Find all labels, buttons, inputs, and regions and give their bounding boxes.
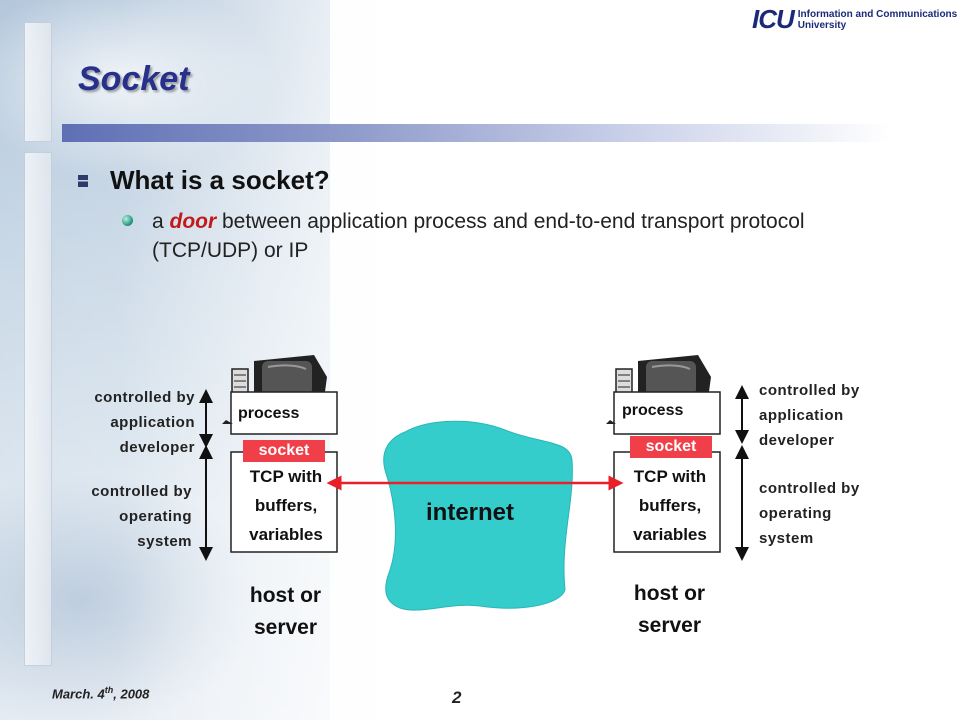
left-lower-label: controlled by operating system	[40, 479, 192, 554]
host-label-left: host or server	[228, 580, 343, 644]
label-line: developer	[119, 439, 195, 456]
tcp-line: variables	[249, 525, 323, 544]
process-label-left: process	[238, 405, 300, 422]
bullet-sub-rest: between application process and end-to-e…	[152, 210, 805, 262]
label-line: controlled by	[759, 382, 860, 399]
date-sup: th	[104, 685, 114, 695]
tcp-line: variables	[633, 525, 707, 544]
label-line: system	[137, 533, 192, 550]
pointer-left	[222, 420, 233, 424]
right-upper-label: controlled by application developer	[759, 378, 929, 453]
label-line: controlled by	[94, 389, 195, 406]
label-line: operating	[119, 508, 192, 525]
slide-title: Socket	[78, 60, 190, 98]
host-line: server	[253, 616, 318, 639]
tcp-line: TCP with	[633, 467, 707, 486]
title-underline-bar	[62, 124, 892, 142]
tcp-line: buffers,	[254, 496, 318, 515]
host-label-right: host or server	[612, 578, 727, 642]
process-label-right: process	[622, 402, 684, 419]
bullet-sub-emphasis: door	[169, 210, 217, 233]
process-box-right	[613, 391, 721, 435]
tcp-text-left: TCP with buffers, variables	[231, 462, 341, 549]
host-line: host or	[249, 584, 322, 607]
label-line: controlled by	[91, 483, 192, 500]
logo-line-1: Information and Communications	[797, 8, 958, 20]
decor-panel-bottom	[24, 152, 52, 666]
label-line: system	[759, 530, 814, 547]
date-year: , 2008	[113, 686, 150, 702]
tcp-line: buffers,	[638, 496, 702, 515]
label-line: application	[759, 407, 844, 424]
right-lower-label: controlled by operating system	[759, 476, 929, 551]
logo-line-2: University	[797, 19, 847, 31]
tcp-text-right: TCP with buffers, variables	[614, 462, 726, 549]
round-bullet-icon	[122, 215, 133, 226]
page-number: 2	[452, 688, 462, 707]
pointer-right	[606, 420, 616, 424]
tcp-line: TCP with	[249, 467, 323, 486]
icu-logo: ICU Information and Communications Unive…	[752, 4, 957, 35]
tcp-box-right	[613, 451, 721, 553]
label-line: operating	[759, 505, 832, 522]
tcp-box-left	[230, 451, 338, 553]
computer-icon-left	[231, 355, 327, 403]
left-upper-label: controlled by application developer	[40, 385, 195, 460]
host-line: host or	[633, 582, 706, 605]
internet-cloud	[383, 420, 573, 611]
socket-label-left: socket	[243, 440, 325, 462]
date-main: March. 4	[52, 686, 105, 702]
bullet-sub-prefix: a	[152, 210, 170, 233]
bullet-sub-text: a door between application process and e…	[152, 207, 892, 265]
footer-date: March. 4th, 2008	[52, 685, 149, 701]
decor-panel-top	[24, 22, 52, 142]
internet-label: internet	[426, 499, 515, 526]
logo-mark: ICU	[752, 4, 795, 34]
logo-text: Information and Communications Universit…	[798, 9, 957, 31]
label-line: developer	[759, 432, 835, 449]
computer-icon-right	[615, 355, 711, 403]
label-line: application	[110, 414, 195, 431]
square-bullet-icon	[78, 175, 88, 187]
label-line: controlled by	[759, 480, 860, 497]
process-box-left	[230, 391, 338, 435]
socket-label-right: socket	[630, 436, 712, 458]
bullet-main-text: What is a socket?	[110, 165, 330, 195]
host-line: server	[637, 614, 702, 637]
